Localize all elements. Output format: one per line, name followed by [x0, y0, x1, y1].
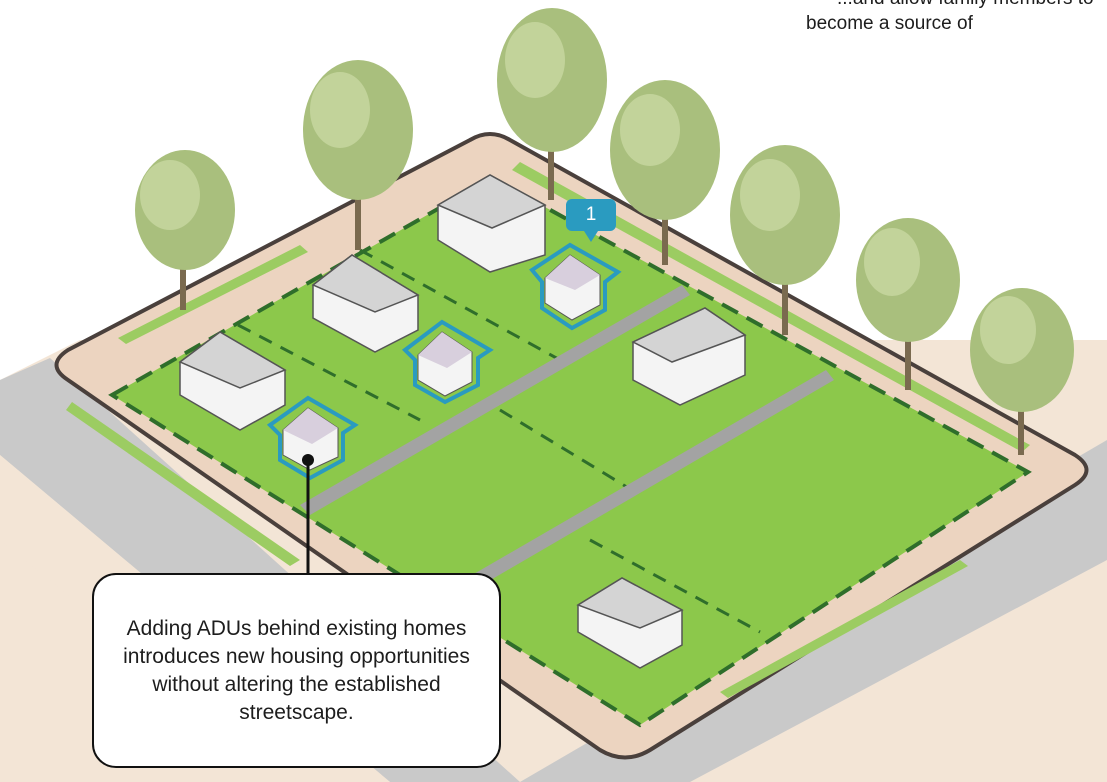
adu-icon	[401, 319, 494, 405]
tree-icon	[610, 80, 720, 265]
lot-lines	[237, 248, 761, 634]
house-icon	[178, 331, 287, 431]
callout-text: Adding ADUs behind existing homes introd…	[123, 616, 470, 724]
callout-anchor-dot	[302, 454, 314, 466]
tree-icon	[730, 145, 840, 335]
adu-icon	[266, 395, 359, 481]
tree-icon	[856, 218, 960, 390]
callout-box: Adding ADUs behind existing homes introd…	[92, 573, 501, 768]
house-icon	[311, 254, 420, 353]
header-caption: ...and allow family members to become a …	[777, 0, 1107, 40]
tree-icon	[135, 150, 235, 310]
house-icon	[436, 174, 547, 273]
house-icon	[631, 307, 747, 406]
alley-lower	[460, 370, 834, 592]
header-caption-line-1: ...and allow family members to	[837, 0, 1094, 11]
adu-icon	[529, 242, 622, 331]
tree-icon	[497, 8, 607, 200]
speech-bubble-icon	[566, 199, 616, 242]
tree-icon	[970, 288, 1074, 455]
tree-icon	[303, 60, 413, 250]
house-icon	[576, 577, 684, 669]
alley-upper	[300, 285, 690, 515]
marker-number: 1	[585, 204, 597, 225]
header-caption-line-2: become a source of	[806, 13, 973, 34]
